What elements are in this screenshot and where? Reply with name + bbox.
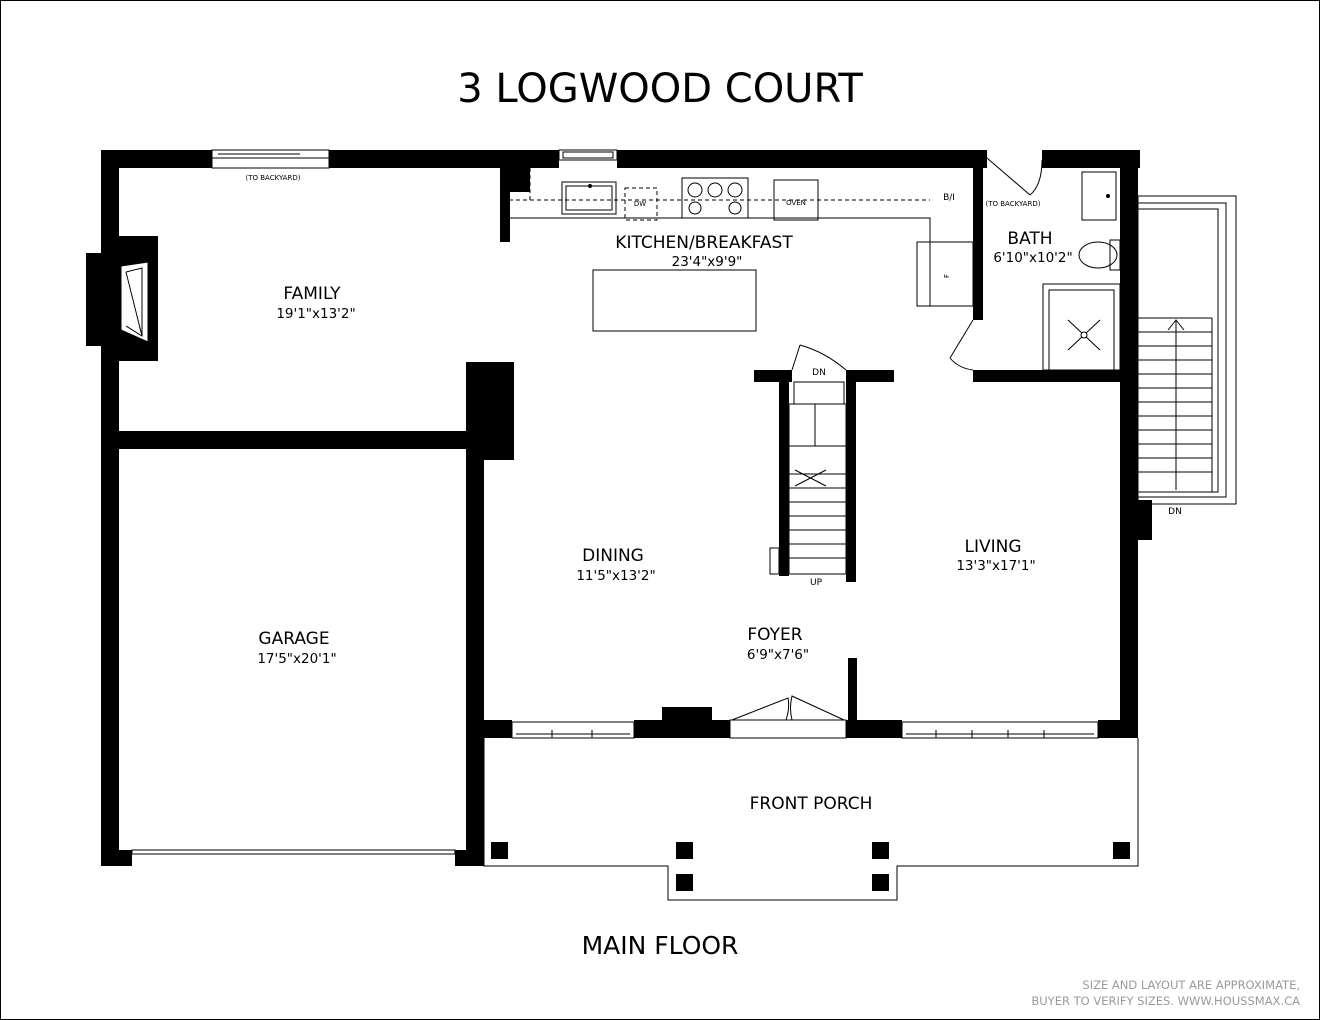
- deck-down-label: DN: [1168, 507, 1182, 517]
- family-room-name: FAMILY: [283, 284, 341, 304]
- disclaimer-line-2: BUYER TO VERIFY SIZES. WWW.HOUSSMAX.CA: [1031, 994, 1300, 1008]
- oven-label: OVEN: [786, 199, 806, 207]
- bath-room-dims: 6'10"x10'2": [993, 250, 1072, 266]
- front-porch: [483, 738, 1139, 901]
- foyer-room-dims: 6'9"x7'6": [747, 647, 809, 663]
- bath-fixtures: [1042, 171, 1121, 371]
- plan-title: 3 LOGWOOD COURT: [457, 66, 863, 112]
- deck-stairs: [1137, 195, 1237, 505]
- interior-walls: [86, 150, 1152, 866]
- living-room-dims: 13'3"x17'1": [956, 558, 1035, 574]
- floor-label: MAIN FLOOR: [582, 931, 739, 960]
- porch-name: FRONT PORCH: [750, 794, 873, 814]
- stair-up-label: UP: [810, 578, 823, 588]
- kitchen-island: [592, 269, 757, 332]
- dining-room-name: DINING: [582, 546, 644, 566]
- room-labels: FAMILY 19'1"x13'2" KITCHEN/BREAKFAST 23'…: [257, 229, 1072, 814]
- to-backyard-bath-label: (TO BACKYARD): [986, 200, 1041, 208]
- stair-down-label: DN: [812, 368, 826, 378]
- foyer-room-name: FOYER: [747, 625, 802, 645]
- kitchen-room-name: KITCHEN/BREAKFAST: [615, 233, 793, 253]
- garage-room-name: GARAGE: [258, 629, 329, 649]
- living-room-name: LIVING: [964, 537, 1021, 557]
- bath-room-name: BATH: [1007, 229, 1052, 249]
- exterior-walls: [101, 150, 1140, 866]
- fireplace-icon: [120, 261, 149, 343]
- dining-room-dims: 11'5"x13'2": [576, 568, 655, 584]
- interior-staircase: [769, 381, 847, 575]
- disclaimer-line-1: SIZE AND LAYOUT ARE APPROXIMATE,: [1082, 978, 1300, 992]
- family-room-dims: 19'1"x13'2": [276, 306, 355, 322]
- to-backyard-family-label: (TO BACKYARD): [246, 174, 301, 182]
- dishwasher-label: DW: [634, 200, 646, 208]
- doors: [729, 157, 1043, 739]
- annotations: (TO BACKYARD) (TO BACKYARD) DW OVEN B/I …: [246, 174, 1182, 588]
- windows: [131, 149, 1099, 855]
- fridge-label: F: [943, 274, 951, 278]
- built-in-label: B/I: [943, 193, 955, 203]
- kitchen-fixtures: [508, 168, 974, 332]
- kitchen-room-dims: 23'4"x9'9": [672, 254, 743, 270]
- garage-room-dims: 17'5"x20'1": [257, 651, 336, 667]
